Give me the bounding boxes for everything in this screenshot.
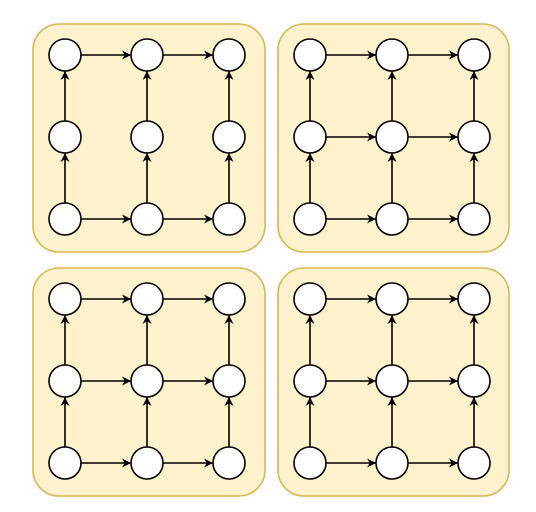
- node-bottom-left: [48, 202, 82, 236]
- node-middle-left: [293, 120, 327, 154]
- node-middle-left: [293, 364, 327, 398]
- node-bottom-center: [130, 202, 164, 236]
- node-top-right: [212, 282, 246, 316]
- node-middle-right: [457, 120, 491, 154]
- node-bottom-center: [375, 202, 409, 236]
- node-top-center: [375, 282, 409, 316]
- node-top-left: [293, 282, 327, 316]
- node-bottom-center: [130, 446, 164, 480]
- panel-bottom-left: [32, 267, 266, 497]
- node-middle-left: [48, 120, 82, 154]
- node-top-center: [375, 38, 409, 72]
- node-top-right: [457, 282, 491, 316]
- node-top-center: [130, 38, 164, 72]
- node-top-left: [48, 282, 82, 316]
- node-middle-left: [48, 364, 82, 398]
- node-bottom-left: [48, 446, 82, 480]
- panel-top-right: [277, 23, 510, 253]
- node-bottom-right: [457, 202, 491, 236]
- node-middle-right: [212, 364, 246, 398]
- node-bottom-left: [293, 446, 327, 480]
- node-middle-right: [457, 364, 491, 398]
- panels-layer: [32, 23, 510, 497]
- node-top-right: [212, 38, 246, 72]
- node-bottom-left: [293, 202, 327, 236]
- node-middle-center: [130, 120, 164, 154]
- node-middle-center: [375, 120, 409, 154]
- node-top-right: [457, 38, 491, 72]
- node-top-left: [293, 38, 327, 72]
- node-top-left: [48, 38, 82, 72]
- node-bottom-center: [375, 446, 409, 480]
- panel-bottom-right: [277, 267, 510, 497]
- node-top-center: [130, 282, 164, 316]
- node-middle-right: [212, 120, 246, 154]
- node-bottom-right: [212, 202, 246, 236]
- node-middle-center: [375, 364, 409, 398]
- node-bottom-right: [212, 446, 246, 480]
- node-bottom-right: [457, 446, 491, 480]
- panel-top-left: [32, 23, 266, 253]
- node-middle-center: [130, 364, 164, 398]
